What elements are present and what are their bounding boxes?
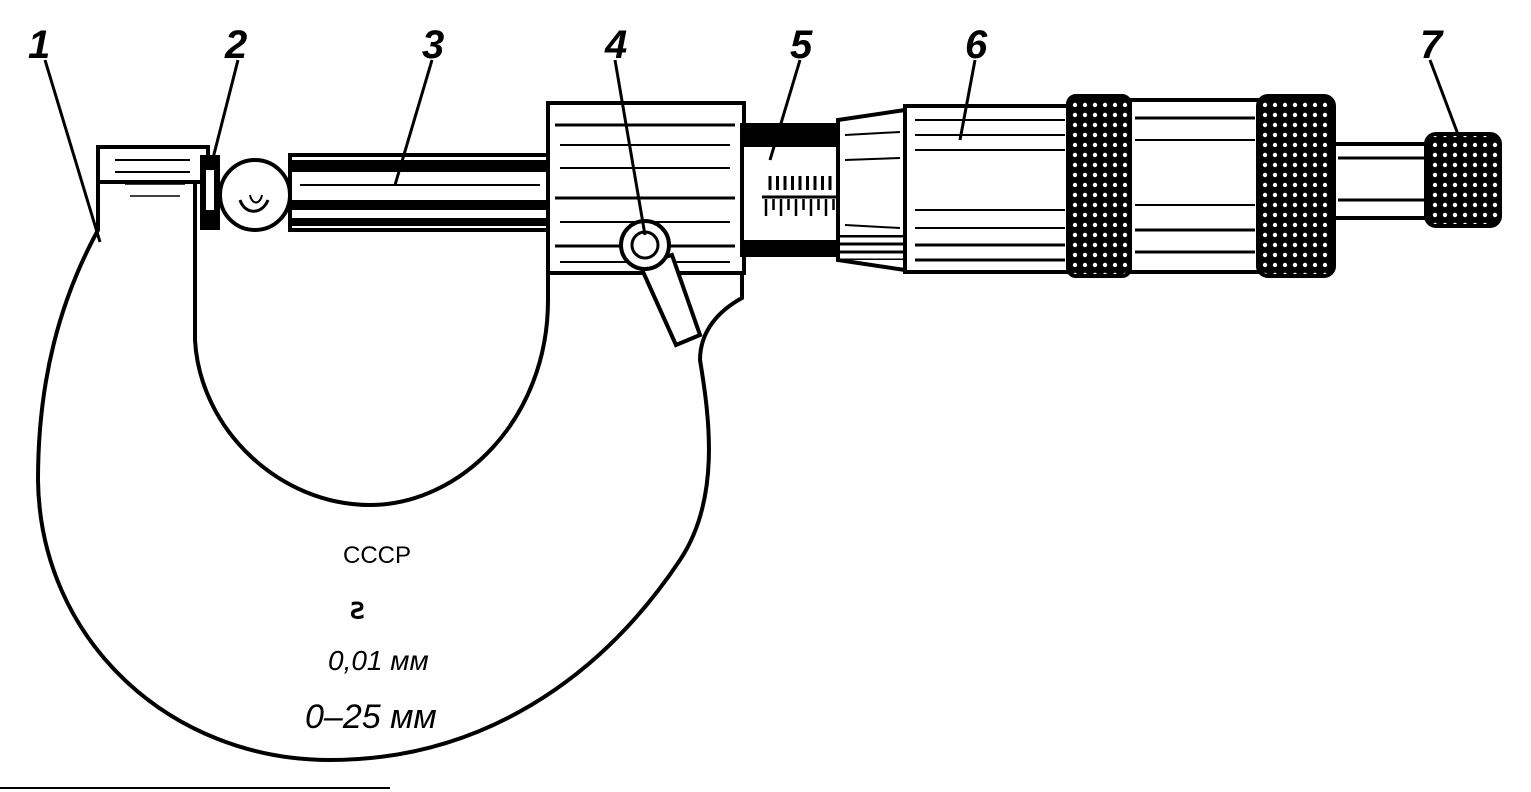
thimble-taper <box>836 107 907 273</box>
scale-ticks-lower <box>764 199 835 216</box>
callout-4: 4 <box>604 23 627 67</box>
frame-country-label: СССР <box>343 542 411 569</box>
callout-3: 3 <box>422 23 444 67</box>
thimble <box>903 94 1336 278</box>
leader-5 <box>768 59 802 161</box>
frame-range-label: 0–25 мм <box>305 698 437 736</box>
callout-1: 1 <box>28 23 50 67</box>
leader-4 <box>613 59 647 236</box>
lock-lever <box>619 219 703 348</box>
callout-numbers: 1 2 3 4 5 6 7 <box>28 23 1444 67</box>
callout-2: 2 <box>224 23 247 67</box>
callout-6: 6 <box>965 23 988 67</box>
leader-2 <box>208 59 240 171</box>
leader-lines <box>43 59 1464 243</box>
ratchet <box>1332 132 1502 228</box>
frame-resolution-label: 0,01 мм <box>328 645 429 676</box>
anvil-face <box>200 155 220 230</box>
leader-6 <box>958 59 977 141</box>
callout-7: 7 <box>1420 23 1444 67</box>
measured-ball <box>218 158 292 232</box>
callout-5: 5 <box>790 23 813 67</box>
leader-7 <box>1428 59 1464 146</box>
frame-inscriptions: СССР ꙅ 0,01 мм 0–25 мм <box>305 542 437 736</box>
spindle <box>288 153 552 232</box>
leader-1 <box>43 59 102 243</box>
leader-3 <box>393 59 434 186</box>
frame-maker-logo: ꙅ <box>350 593 365 624</box>
